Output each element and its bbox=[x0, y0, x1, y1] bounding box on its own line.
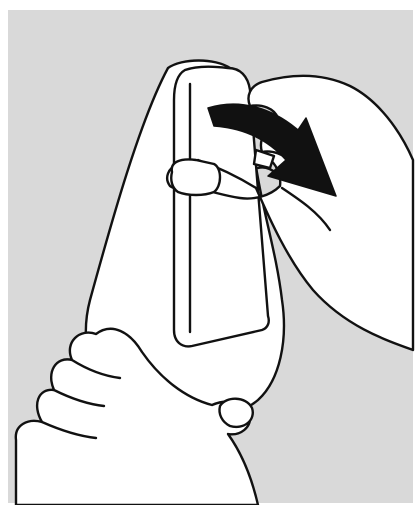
left-hand-thumb bbox=[219, 399, 252, 427]
right-hand-thumb bbox=[171, 160, 220, 196]
